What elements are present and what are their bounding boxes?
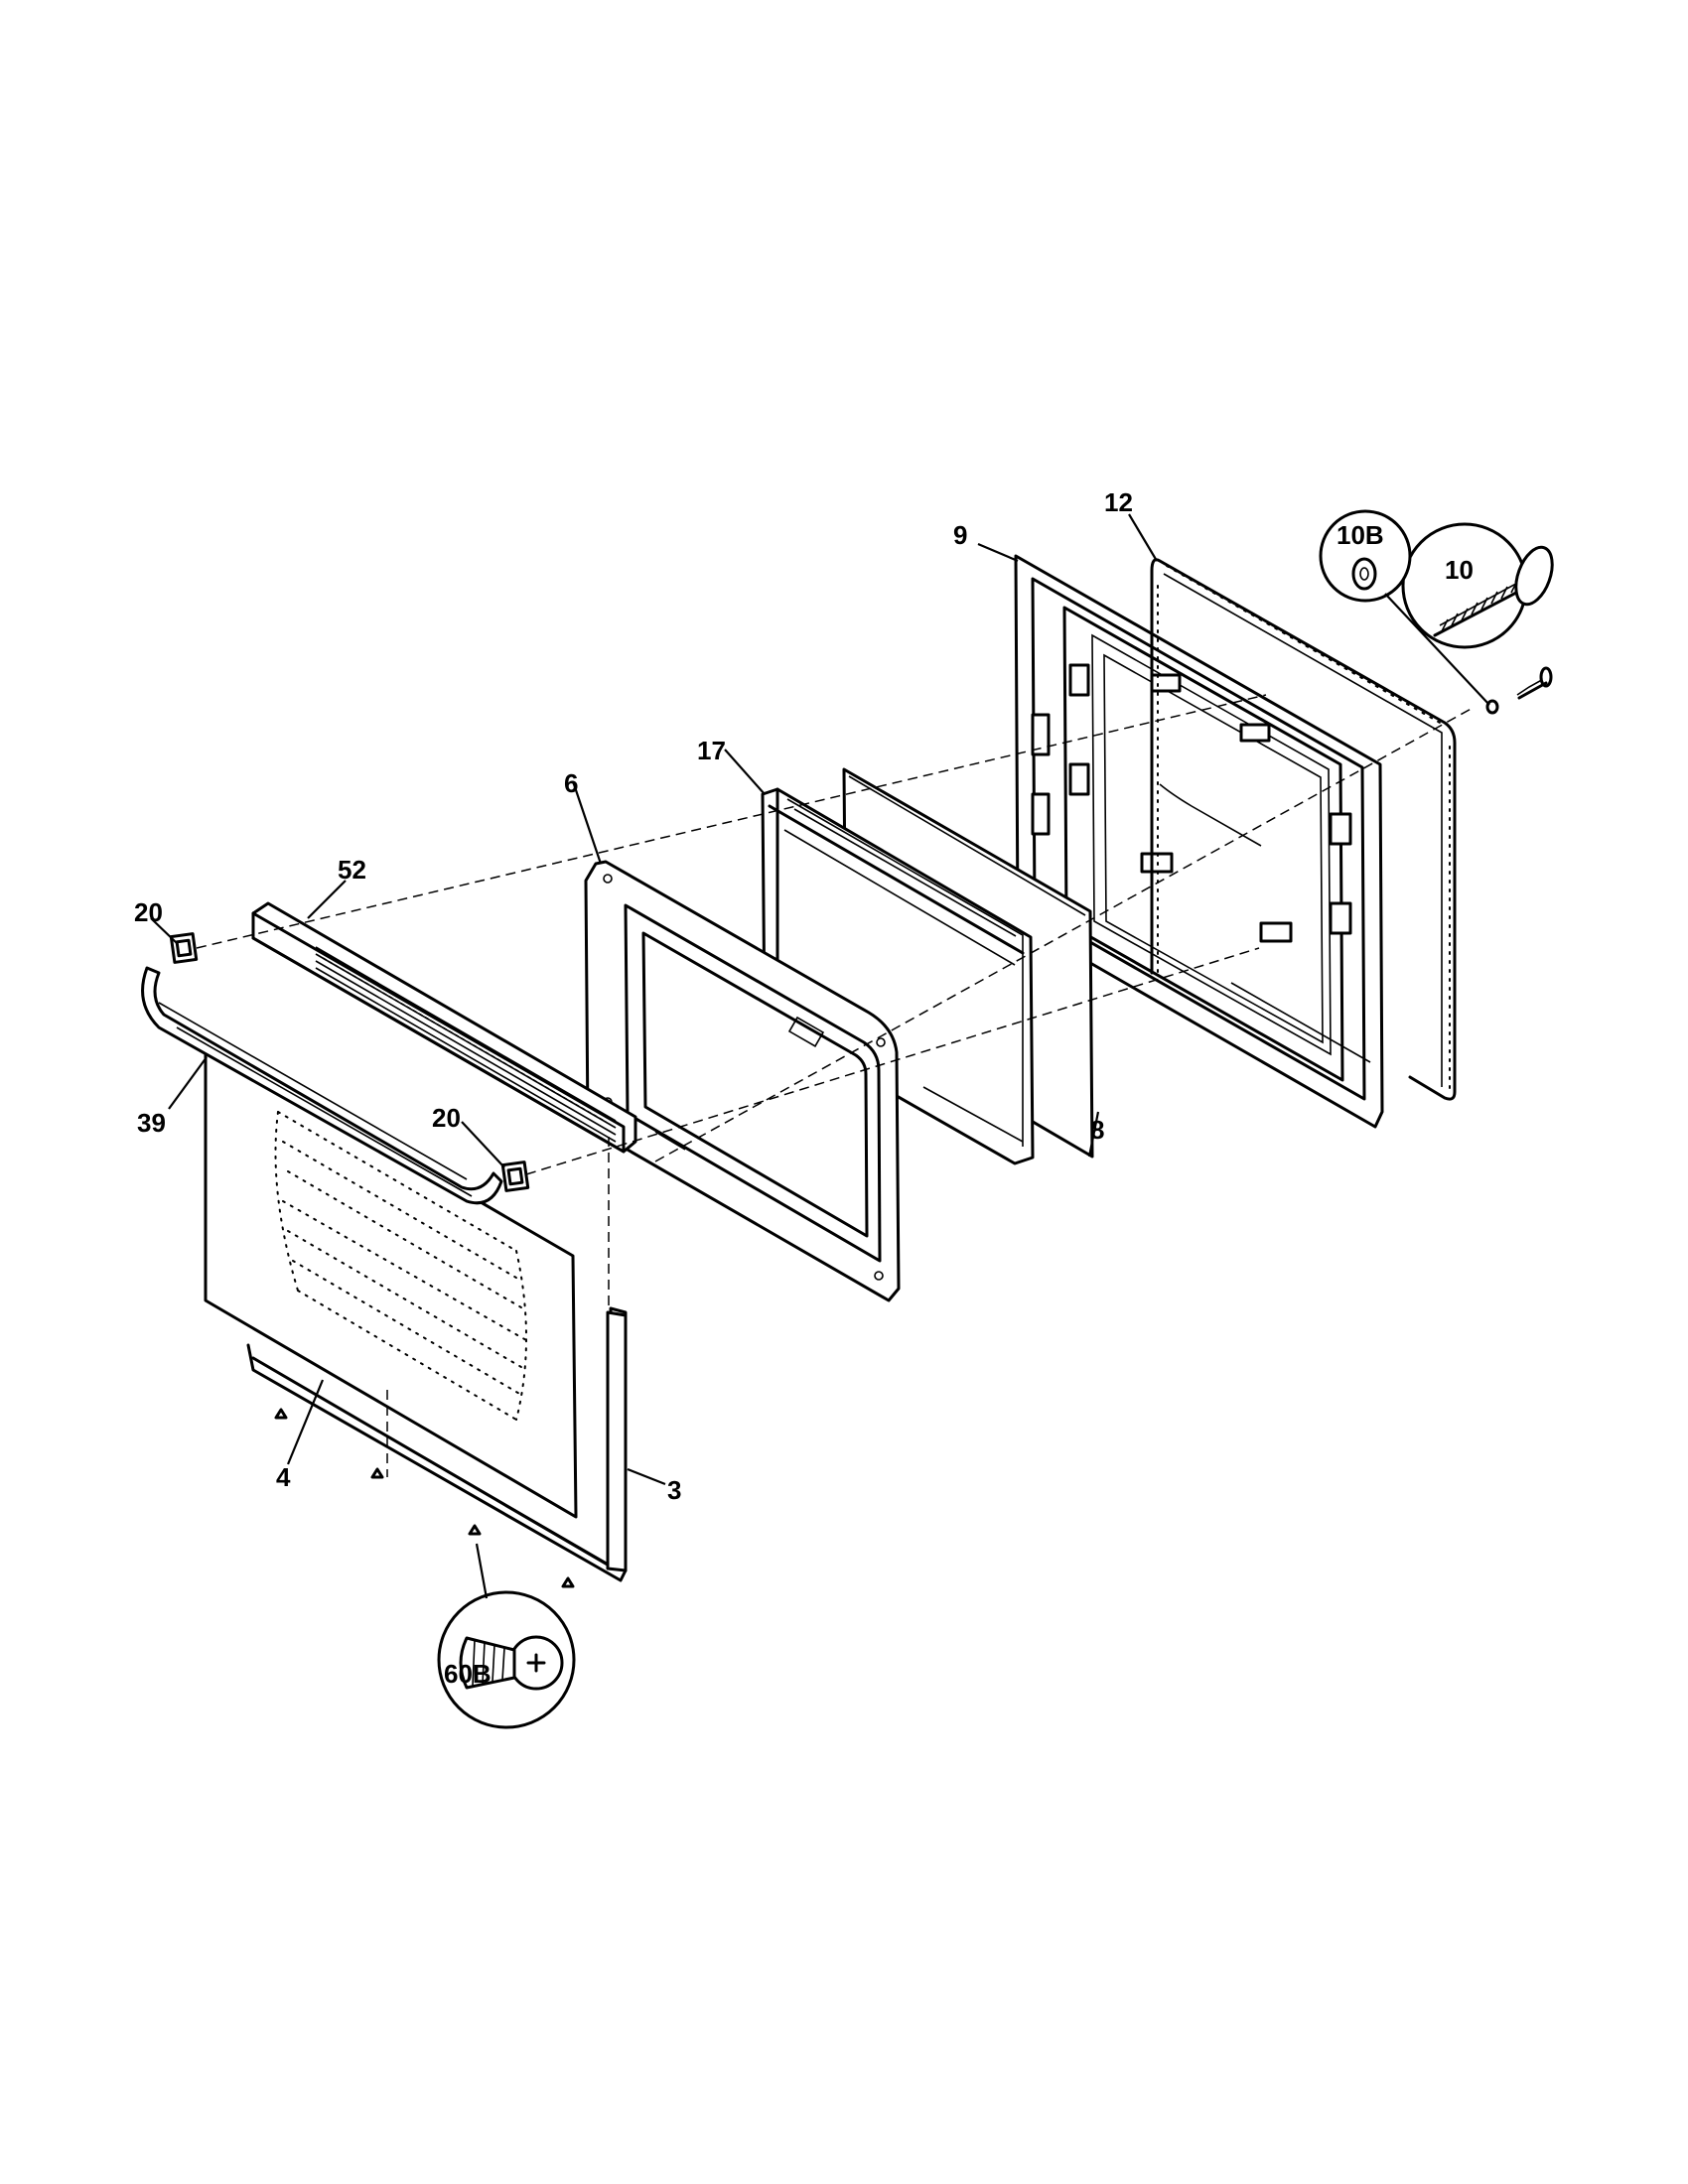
label-part-4: 4 [276,1462,291,1492]
part-3-bottom-trim [246,1306,628,1582]
label-part-8: 8 [1090,1115,1104,1145]
part-10-door-screw [1485,666,1553,715]
label-part-6: 6 [564,768,578,798]
label-part-9: 9 [953,520,967,550]
alignment-lines [196,694,1476,1477]
leader-10b [1384,593,1490,706]
bottom-screws [274,1408,575,1588]
part-60b-detail-circle [437,1590,576,1729]
label-part-3: 3 [667,1475,681,1505]
label-part-10: 10 [1445,555,1474,585]
part-12-door-gasket [1150,558,1457,1101]
part-10b-detail-circle [1319,509,1412,603]
part-20-handle-caps [169,932,530,1192]
label-part-20-right: 20 [432,1103,461,1133]
part-number-labels: 9 12 10B 10 17 6 52 20 20 39 8 4 3 60B [134,487,1474,1689]
part-10-detail-circle [1401,522,1554,649]
part-17-glass-pack [761,787,1035,1165]
part-9-inner-door-liner [1014,554,1384,1129]
label-part-52: 52 [338,855,366,885]
leader-lines [150,513,1158,1599]
label-part-60b: 60B [444,1659,492,1689]
part-4-outer-panel [204,1043,578,1519]
label-part-12: 12 [1104,487,1133,517]
part-52-top-trim [251,901,637,1154]
label-part-17: 17 [697,736,726,765]
label-part-20-top: 20 [134,897,163,927]
label-part-39: 39 [137,1108,166,1138]
part-39-door-handle [141,966,503,1205]
label-part-10b: 10B [1336,520,1384,550]
